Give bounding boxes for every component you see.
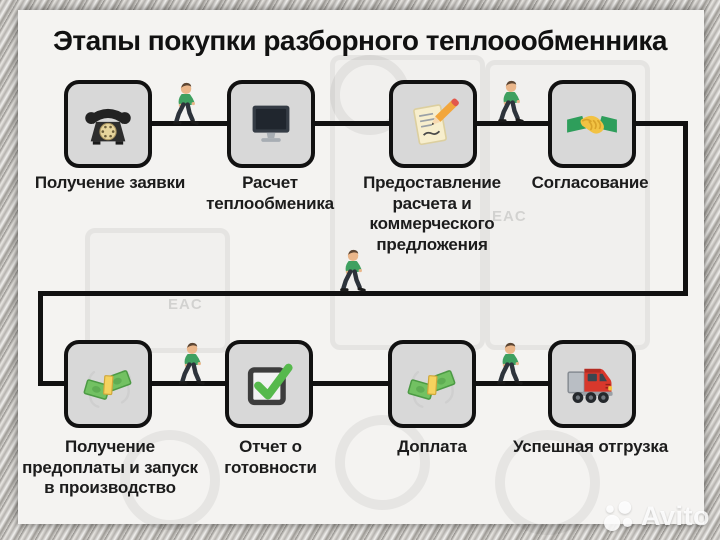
background-eac-mark: EAC [168,296,203,313]
step-label-7: Доплата [397,437,467,456]
connector-line [38,381,64,386]
walking-person-icon [176,342,206,386]
step-label-8: Успешная отгрузка [513,437,668,456]
step-label-2: Расчет теплообменика [206,173,334,213]
connector-line [683,121,688,296]
step-box-6 [225,340,313,428]
connector-line [315,121,389,126]
checkbox-check-icon [243,358,295,410]
step-label-1: Получение заявки [34,173,186,192]
step-box-1 [64,80,152,168]
step-box-2 [227,80,315,168]
step-label-6: Отчет о готовности [224,437,317,477]
connector-line [152,121,227,126]
step-box-8 [548,340,636,428]
step-box-7 [388,340,476,428]
step-box-5 [64,340,152,428]
avito-watermark-text: Avito [641,500,710,531]
walking-person-icon [494,342,524,386]
truck-icon [566,358,618,410]
step-box-3 [389,80,477,168]
connector-line [38,291,688,296]
step-box-4 [548,80,636,168]
memo-pencil-icon [407,98,459,150]
money-wings-icon [406,358,458,410]
handshake-icon [566,98,618,150]
walking-person-icon [495,80,525,124]
step-label-4: Согласование [531,173,649,192]
connector-line [636,121,688,126]
page-title: Этапы покупки разборного теплоообменника [52,25,668,56]
connector-line [152,381,225,386]
money-wings-icon [82,358,134,410]
avito-watermark: Avito [602,499,710,533]
connector-line [38,291,43,386]
background-eac-mark: EAC [492,208,527,225]
step-label-5: Получение предоплаты и запуск в производ… [22,437,198,498]
computer-monitor-icon [245,98,297,150]
walking-person-icon [337,249,367,293]
connector-line [477,121,548,126]
walking-person-icon [170,82,200,126]
avito-logo [602,499,636,533]
connector-line [313,381,388,386]
connector-line [476,381,548,386]
telephone-icon [82,98,134,150]
step-label-3: Предоставление расчета и коммерческого п… [363,173,501,255]
